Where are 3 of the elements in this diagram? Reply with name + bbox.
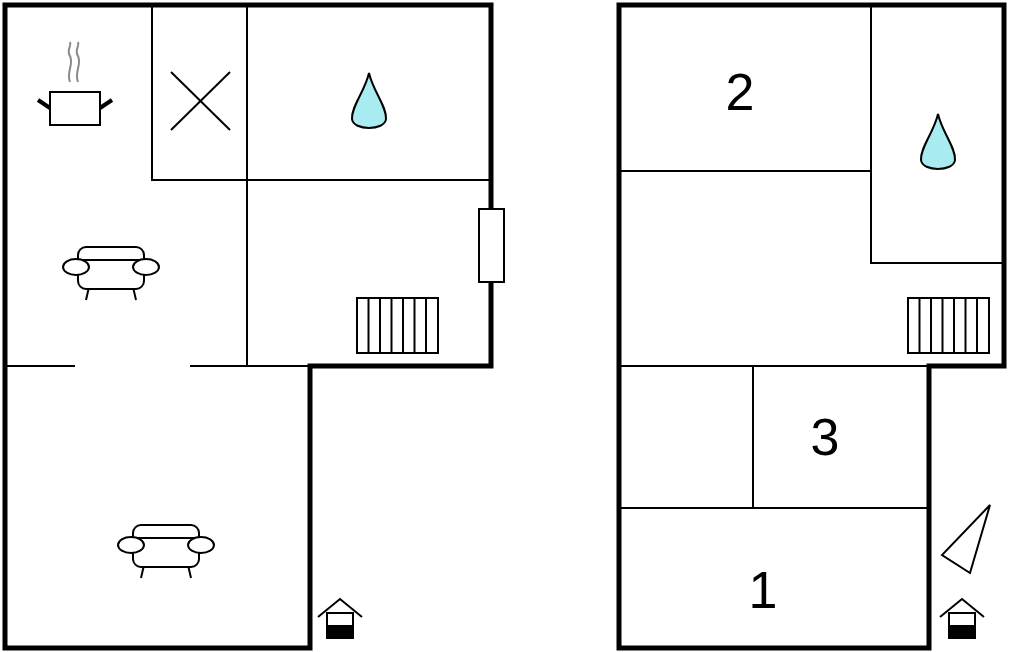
room-number: 3: [810, 411, 840, 463]
room-number: 1: [748, 564, 778, 616]
room-number: 2: [725, 66, 755, 118]
